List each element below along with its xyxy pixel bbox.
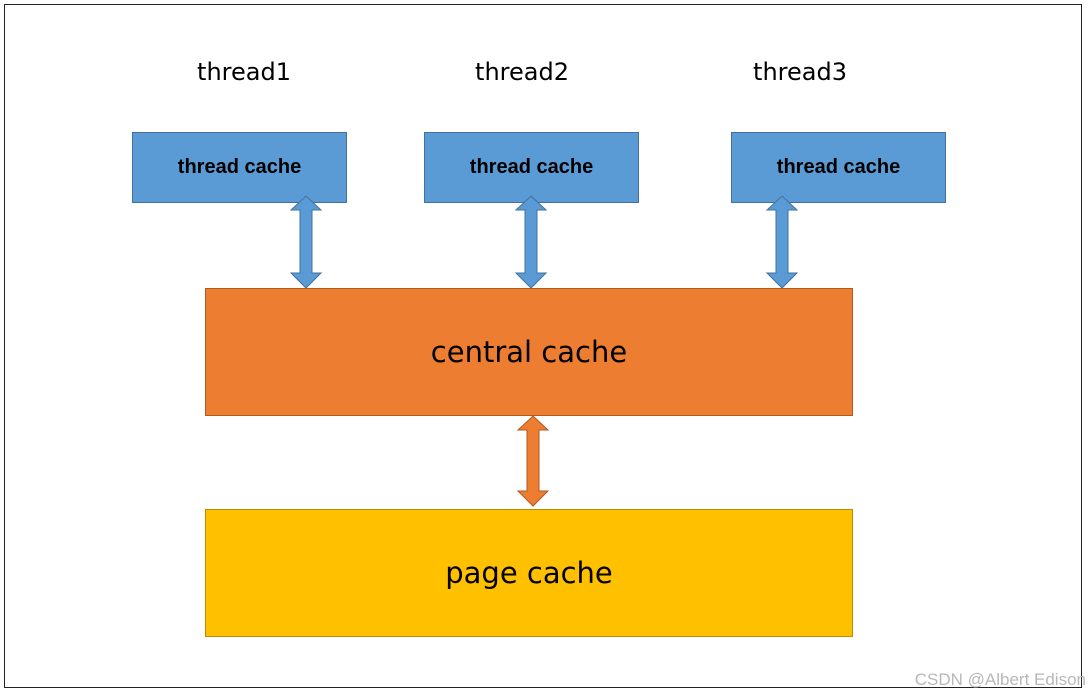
thread3-central-double-arrow [765,195,799,289]
thread2-central-double-arrow [514,195,548,289]
thread3-label: thread3 [753,58,847,86]
thread3-cache-box: thread cache [731,132,946,203]
thread2-label: thread2 [475,58,569,86]
thread1-cache-box: thread cache [132,132,347,203]
thread1-central-double-arrow [289,195,323,289]
central-cache-box: central cache [205,288,853,416]
thread1-label: thread1 [197,58,291,86]
page-cache-box: page cache [205,509,853,637]
thread2-cache-box: thread cache [424,132,639,203]
central-page-double-arrow [516,415,550,507]
watermark: CSDN @Albert Edison [914,670,1086,689]
